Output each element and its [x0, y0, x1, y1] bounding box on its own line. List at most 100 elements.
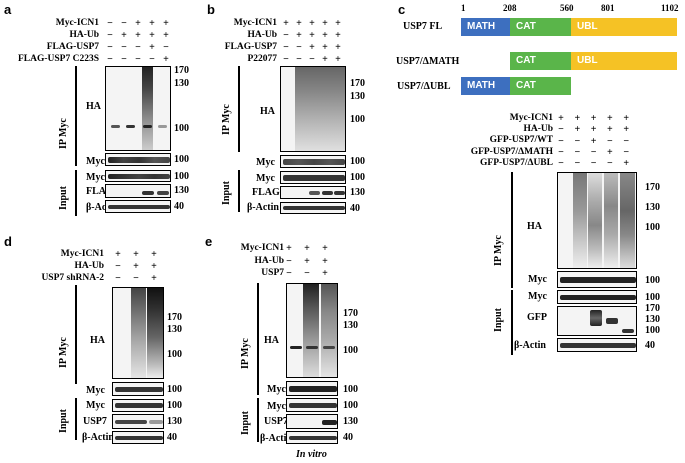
ubiquitin-smear — [303, 284, 319, 377]
mw-marker: 100 — [645, 292, 660, 303]
blot-label: Myc — [256, 157, 275, 168]
mw-marker: 130 — [167, 324, 182, 335]
input-label: Input — [493, 308, 504, 332]
treatment-sign: + — [163, 18, 169, 29]
western-blot-gfp — [557, 306, 637, 336]
blot-band — [108, 174, 170, 179]
treatment-sign: + — [309, 42, 315, 53]
western-blot-myc-input — [280, 171, 346, 184]
in-vitro-caption: In vitro — [296, 449, 327, 460]
blot-band — [309, 191, 320, 195]
treatment-sign: − — [590, 158, 597, 170]
treatment-sign: − — [115, 273, 121, 284]
blot-label: Myc — [267, 384, 286, 395]
blot-label: Myc — [86, 400, 105, 411]
treatment-sign: + — [163, 54, 169, 65]
treatment-sign: − — [107, 54, 113, 65]
mw-marker: 170 — [645, 303, 660, 314]
blot-label: Myc — [86, 172, 105, 183]
treatment-sign: − — [590, 146, 597, 158]
bracket — [75, 170, 77, 216]
treatment-sign: + — [558, 113, 564, 124]
treatment-sign: − — [283, 54, 289, 65]
ubiquitin-smear — [147, 288, 163, 378]
treatment-sign: + — [590, 113, 597, 124]
blot-label: Myc — [86, 385, 105, 396]
treatment-sign: − — [283, 30, 289, 41]
blot-label: Myc — [528, 274, 547, 285]
ubiquitin-smear — [321, 284, 337, 377]
ubl-domain: UBL — [571, 18, 677, 36]
bracket — [238, 66, 240, 152]
treatment-sign: + — [335, 54, 341, 65]
treatment-sign: + — [322, 18, 328, 29]
mw-marker: 130 — [350, 91, 365, 102]
western-blot-myc — [557, 271, 637, 288]
western-blot-ha — [286, 283, 338, 378]
cat-domain: CAT — [510, 52, 571, 70]
western-blot-usp7 — [286, 414, 338, 429]
western-blot-actin — [286, 431, 338, 444]
treatment-sign: − — [163, 42, 169, 53]
input-label: Input — [221, 181, 232, 205]
row-label: GFP-USP7/ΔMATH — [470, 147, 553, 157]
western-blot-ha — [105, 66, 171, 151]
blot-label: Myc — [267, 401, 286, 412]
blot-label: HA — [86, 101, 101, 112]
bracket — [238, 170, 240, 212]
treatment-sign: + — [590, 124, 597, 136]
mw-marker: 130 — [174, 185, 189, 196]
ubiquitin-smear — [295, 67, 345, 151]
western-blot-myc — [112, 382, 164, 396]
row-label: FLAG-USP7 C223S — [17, 54, 99, 64]
treatment-sign: + — [623, 113, 630, 124]
treatment-sign: + — [121, 30, 127, 41]
treatment-sign: − — [283, 42, 289, 53]
treatment-sign: + — [607, 113, 613, 124]
mw-marker: 170 — [167, 312, 182, 323]
mw-marker: 130 — [167, 416, 182, 427]
math-domain: MATH — [461, 77, 510, 95]
treatment-sign: + — [149, 42, 155, 53]
panel-letter-e: e — [205, 234, 213, 249]
mw-marker: 170 — [343, 308, 358, 319]
construct-name: USP7/ΔMATH — [396, 56, 460, 67]
blot-label: HA — [264, 335, 279, 346]
treatment-sign: + — [322, 30, 328, 41]
blot-band — [289, 386, 337, 392]
domain-position: 208 — [503, 3, 517, 13]
treatment-sign: + — [322, 268, 328, 279]
panel-letter-b: b — [207, 2, 215, 17]
mw-marker: 100 — [167, 400, 182, 411]
treatment-sign: + — [133, 249, 139, 260]
mw-marker: 130 — [645, 202, 660, 213]
ubiquitin-smear — [588, 173, 602, 268]
blot-label: β-Actin — [514, 340, 546, 351]
blot-label: HA — [527, 221, 542, 232]
blot-band — [157, 191, 169, 195]
blot-band — [306, 346, 318, 349]
blot-band — [323, 346, 335, 349]
western-blot-actin — [557, 338, 637, 352]
treatment-sign: + — [623, 124, 630, 136]
treatment-sign: + — [283, 18, 289, 29]
row-label: Myc-ICN1 — [240, 243, 284, 253]
blot-band — [290, 346, 302, 349]
treatment-sign: − — [296, 42, 302, 53]
treatment-sign: − — [607, 135, 613, 147]
mw-marker: 130 — [350, 187, 365, 198]
treatment-sign: + — [304, 243, 310, 254]
mw-marker: 130 — [343, 320, 358, 331]
blot-band — [126, 125, 135, 128]
mw-marker: 40 — [350, 203, 360, 214]
western-blot-actin — [112, 431, 164, 444]
treatment-sign: + — [309, 18, 315, 29]
ubiquitin-smear — [573, 173, 587, 268]
mw-marker: 40 — [343, 432, 353, 443]
treatment-sign: + — [335, 42, 341, 53]
input-label: Input — [58, 409, 69, 433]
mw-marker: 100 — [645, 325, 660, 336]
ubiquitin-smear — [604, 173, 618, 268]
blot-band — [283, 206, 345, 210]
western-blot-actin — [105, 200, 171, 213]
